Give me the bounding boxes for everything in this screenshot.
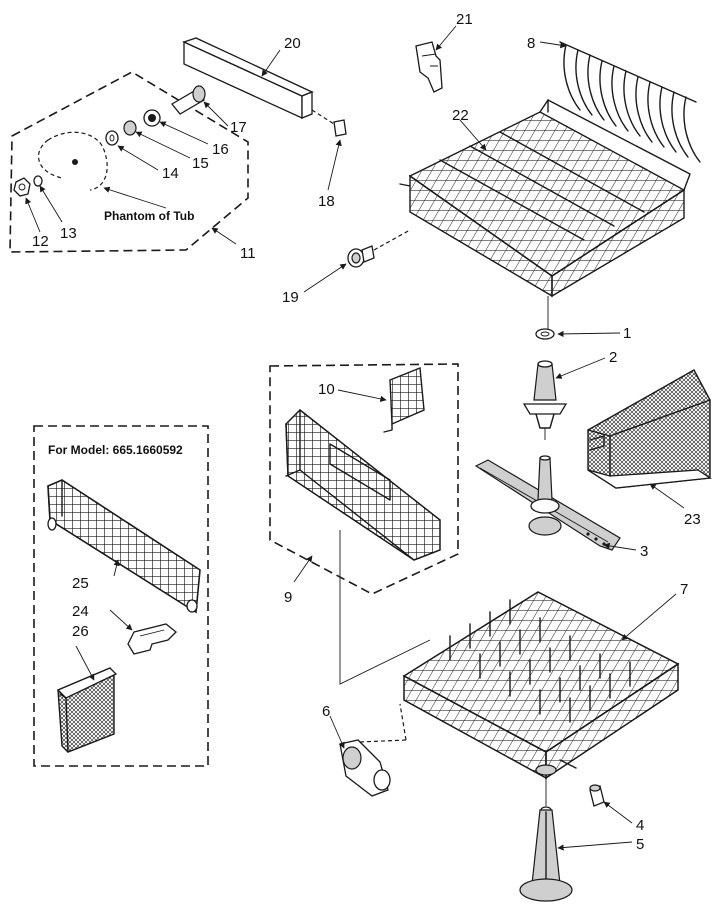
callout-2: 2 (609, 349, 617, 366)
part-23-silverware-basket (587, 369, 712, 489)
callout-7: 7 (680, 581, 688, 598)
part-14-washer (105, 130, 119, 146)
callout-23: 23 (684, 511, 701, 528)
part-1-seal (535, 328, 555, 340)
part-19-roller (347, 229, 411, 268)
callout-15: 15 (192, 155, 209, 172)
callout-14: 14 (162, 165, 179, 182)
part-2-spray-tube (522, 360, 568, 440)
part-17-stud (171, 85, 206, 115)
callout-16: 16 (212, 141, 229, 158)
part-16-nut (143, 109, 161, 127)
callout-4: 4 (636, 817, 644, 834)
callout-26: 26 (72, 623, 89, 640)
callout-18: 18 (318, 193, 335, 210)
callout-5: 5 (636, 836, 644, 853)
callout-1: 1 (623, 325, 631, 342)
part-18-track-stop (333, 119, 347, 137)
callout-13: 13 (60, 225, 77, 242)
callout-12: 12 (32, 233, 49, 250)
part-6-rack-roller (339, 703, 407, 797)
part-10-shield (383, 367, 425, 433)
part-24-clip (127, 623, 177, 655)
part-9-shelf-group-box (269, 363, 459, 595)
callout-25: 25 (72, 575, 89, 592)
part-12-nut (13, 177, 31, 197)
part-8-cup-shelf-tines (559, 41, 701, 163)
part-21-clip (415, 41, 443, 93)
callout-17: 17 (230, 119, 247, 136)
callout-21: 21 (456, 11, 473, 28)
callout-24: 24 (72, 603, 89, 620)
phantom-of-tub-label: Phantom of Tub (104, 209, 194, 223)
callout-20: 20 (284, 35, 301, 52)
model-box-title: For Model: 665.1660592 (48, 443, 183, 457)
callout-8: 8 (527, 35, 535, 52)
callout-22: 22 (452, 107, 469, 124)
shelf-connector-line (339, 530, 431, 685)
part-22-upper-rack (399, 99, 691, 298)
part-13-washer (33, 175, 43, 187)
model-variant-box (33, 425, 209, 767)
part-9-fold-down-shelf (285, 408, 441, 561)
part-5-lower-spray-tube (519, 778, 573, 902)
callout-6: 6 (322, 703, 330, 720)
callout-11: 11 (240, 245, 256, 262)
callout-9: 9 (284, 589, 292, 606)
callout-10: 10 (318, 381, 335, 398)
phantom-tub-outline (38, 131, 108, 191)
leader-lines (25, 25, 685, 851)
callout-19: 19 (282, 289, 299, 306)
part-15-bushing (123, 120, 137, 136)
part-7-lower-rack (402, 591, 680, 780)
part-4-bushing (589, 784, 605, 807)
part-3-spray-arm (474, 455, 621, 551)
part-25-rack-insert (47, 479, 201, 614)
part-26-small-basket (56, 667, 118, 753)
part-20-rack-track (182, 37, 335, 125)
callout-3: 3 (640, 543, 648, 560)
tub-hardware-group-box (9, 71, 249, 253)
callout-numbers: 1 2 3 4 5 6 7 8 9 10 11 12 13 14 15 16 1… (32, 11, 701, 853)
